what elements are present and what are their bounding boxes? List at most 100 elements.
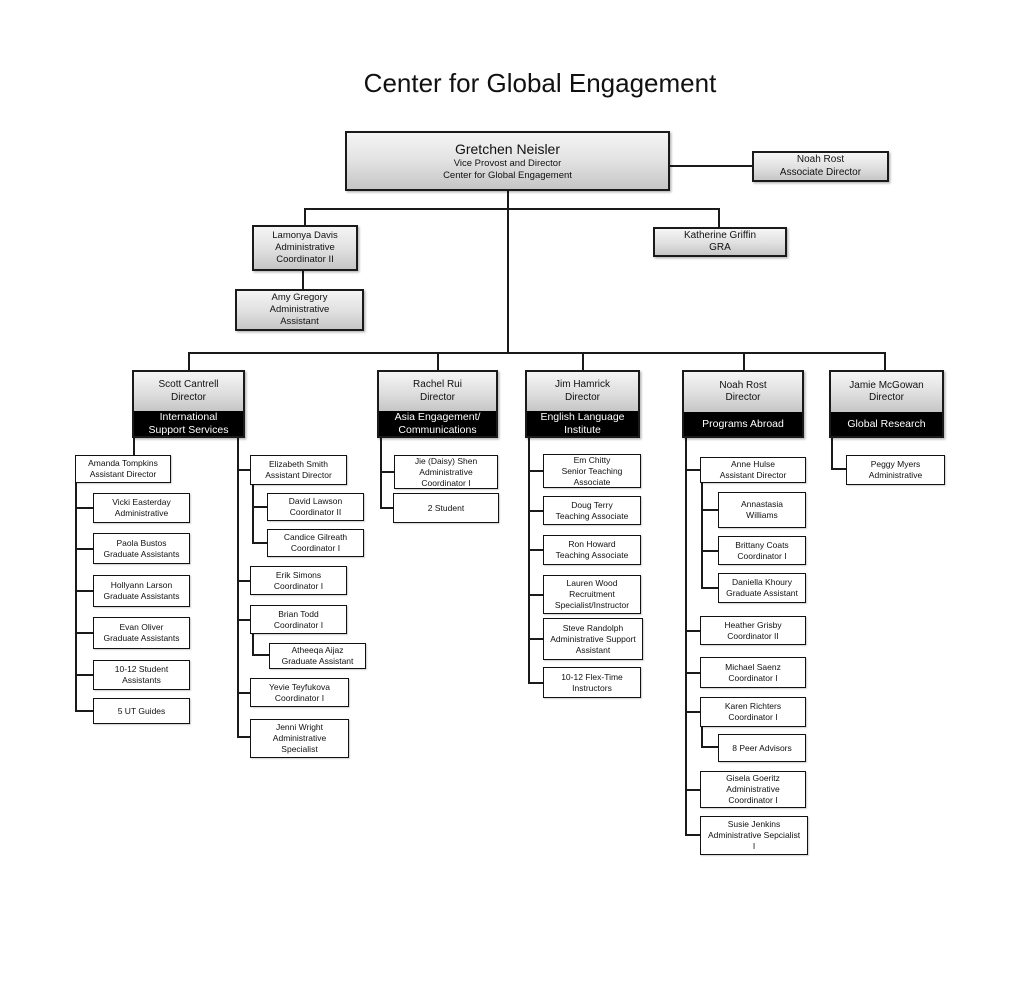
connector [380, 471, 394, 473]
org-node-steve-randolph: Steve Randolph Administrative Support As… [543, 618, 643, 660]
org-node-student-assistants: 10-12 Student Assistants [93, 660, 190, 690]
org-node-doug-terry: Doug Terry Teaching Associate [543, 496, 641, 525]
connector [701, 746, 718, 748]
org-node-flex-time-instructors: 10-12 Flex-Time Instructors [543, 667, 641, 698]
org-node-michael-saenz: Michael Saenz Coordinator I [700, 657, 806, 688]
connector [380, 507, 394, 509]
org-node-erik-simons: Erik Simons Coordinator I [250, 566, 347, 595]
org-node-noah-rost-associate-director: Noah Rost Associate Director [752, 151, 889, 182]
department-label: English Language Institute [527, 411, 638, 436]
connector [528, 549, 543, 551]
department-label: Programs Abroad [684, 412, 802, 436]
connector [685, 834, 700, 836]
org-node-rachel-rui: Rachel Rui Director Asia Engagement/ Com… [377, 370, 498, 438]
connector [133, 438, 135, 455]
org-node-ut-guides: 5 UT Guides [93, 698, 190, 724]
connector [507, 191, 509, 352]
org-node-anne-hulse: Anne Hulse Assistant Director [700, 457, 806, 483]
org-node-heather-grisby: Heather Grisby Coordinator II [700, 616, 806, 645]
connector [302, 271, 304, 289]
connector [237, 692, 250, 694]
org-node-vicki-easterday: Vicki Easterday Administrative [93, 493, 190, 523]
org-node-peer-advisors-parent-karen-richters: Karen Richters Coordinator I [700, 697, 806, 727]
connector [237, 619, 250, 621]
connector [831, 468, 846, 470]
person-name-title: Scott Cantrell Director [134, 372, 243, 411]
connector [75, 710, 93, 712]
connector [304, 208, 306, 225]
org-node-jim-hamrick: Jim Hamrick Director English Language In… [525, 370, 640, 438]
org-node-lamonya-davis: Lamonya Davis Administrative Coordinator… [252, 225, 358, 271]
department-label: Global Research [831, 412, 942, 436]
connector [701, 550, 718, 552]
connector [884, 352, 886, 370]
org-node-peer-advisors: 8 Peer Advisors [718, 734, 806, 762]
org-node-peggy-myers: Peggy Myers Administrative [846, 455, 945, 485]
org-node-jie-daisy-shen: Jie (Daisy) Shen Administrative Coordina… [394, 455, 498, 489]
org-node-paola-bustos: Paola Bustos Graduate Assistants [93, 533, 190, 564]
connector [437, 352, 439, 370]
connector [528, 594, 543, 596]
connector [685, 438, 687, 835]
person-name-title: Noah Rost Director [684, 372, 802, 412]
org-node-amanda-tompkins: Amanda Tompkins Assistant Director [75, 455, 171, 483]
org-node-gretchen-neisler: Gretchen Neisler Vice Provost and Direct… [345, 131, 670, 191]
connector [701, 483, 703, 588]
org-node-annastasia-williams: Annastasia Williams [718, 492, 806, 528]
org-node-evan-oliver: Evan Oliver Graduate Assistants [93, 617, 190, 649]
org-node-david-lawson: David Lawson Coordinator II [267, 493, 364, 521]
connector [582, 352, 584, 370]
connector [528, 682, 543, 684]
connector [237, 438, 239, 738]
org-node-jamie-mcgowan: Jamie McGowan Director Global Research [829, 370, 944, 438]
person-name-title: Jim Hamrick Director [527, 372, 638, 411]
org-node-2-student: 2 Student [393, 493, 499, 523]
connector [685, 672, 700, 674]
connector [701, 727, 703, 748]
connector [528, 510, 543, 512]
connector [237, 580, 250, 582]
connector [670, 165, 752, 167]
connector [528, 438, 530, 682]
connector [75, 590, 93, 592]
org-node-katherine-griffin: Katherine Griffin GRA [653, 227, 787, 257]
org-node-susie-jenkins: Susie Jenkins Administrative Sepcialist … [700, 816, 808, 855]
person-name-title: Jamie McGowan Director [831, 372, 942, 412]
org-node-elizabeth-smith: Elizabeth Smith Assistant Director [250, 455, 347, 485]
connector [252, 485, 254, 543]
connector [685, 469, 700, 471]
connector [831, 438, 833, 470]
org-node-scott-cantrell: Scott Cantrell Director International Su… [132, 370, 245, 438]
connector [75, 483, 77, 712]
org-node-noah-rost-director: Noah Rost Director Programs Abroad [682, 370, 804, 438]
connector [75, 632, 93, 634]
person-titles: Vice Provost and Director Center for Glo… [443, 157, 572, 181]
org-node-daniella-khoury: Daniella Khoury Graduate Assistant [718, 573, 806, 603]
connector [701, 587, 718, 589]
connector [252, 506, 267, 508]
connector [305, 208, 720, 210]
connector [237, 736, 250, 738]
org-node-ron-howard: Ron Howard Teaching Associate [543, 535, 641, 565]
org-node-brian-todd: Brian Todd Coordinator I [250, 605, 347, 634]
department-label: Asia Engagement/ Communications [379, 411, 496, 436]
connector [237, 469, 250, 471]
connector [252, 542, 267, 544]
org-node-lauren-wood: Lauren Wood Recruitment Specialist/Instr… [543, 575, 641, 614]
connector [685, 711, 700, 713]
connector [685, 630, 700, 632]
connector [188, 352, 886, 354]
connector [252, 654, 269, 656]
org-node-em-chitty: Em Chitty Senior Teaching Associate [543, 454, 641, 488]
connector [701, 509, 718, 511]
connector [75, 674, 93, 676]
chart-title: Center for Global Engagement [363, 68, 717, 98]
org-node-hollyann-larson: Hollyann Larson Graduate Assistants [93, 575, 190, 607]
connector [743, 352, 745, 370]
department-label: International Support Services [134, 411, 243, 436]
connector [188, 352, 190, 370]
org-node-jenni-wright: Jenni Wright Administrative Specialist [250, 719, 349, 758]
org-node-candice-gilreath: Candice Gilreath Coordinator I [267, 529, 364, 557]
connector [685, 789, 700, 791]
